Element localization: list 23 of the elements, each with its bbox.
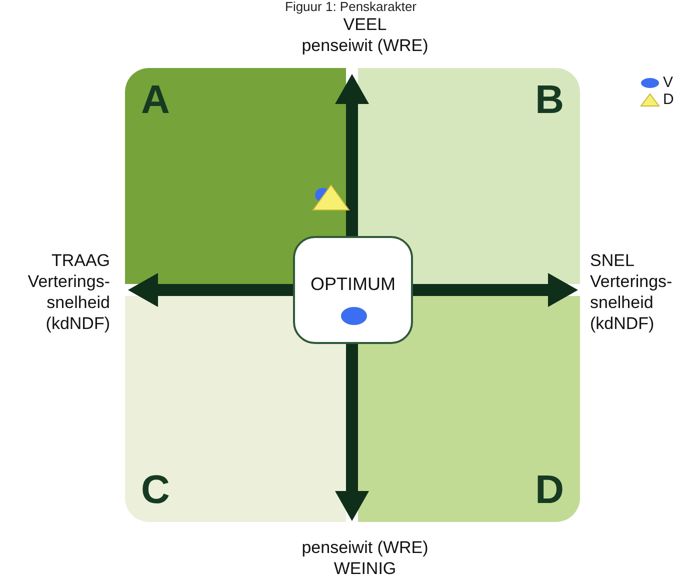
quadrant-panel [358, 296, 580, 522]
quadrant-panel [125, 296, 346, 522]
legend-text: D [663, 91, 674, 108]
label-text: TRAAG [50, 250, 110, 271]
legend-text: V [663, 74, 674, 91]
figure-title: Figuur 1: Penskarakter [285, 0, 417, 14]
quadrant-letter: B [535, 78, 564, 122]
label-text: SNEL [590, 250, 636, 271]
quadrant-letter: D [535, 468, 564, 512]
quadrant-letter: C [141, 468, 170, 512]
quadrant-letter: A [141, 78, 170, 122]
optimum-box [293, 236, 413, 344]
label-text: WEINIG [332, 558, 398, 579]
axis-arrow [335, 74, 369, 236]
axis-arrow [413, 273, 578, 307]
label-text: Verterings- snelheid (kdNDF) [26, 271, 110, 334]
label-text: penseiwit (WRE) [300, 537, 430, 558]
label-text: OPTIMUM [310, 274, 396, 295]
label-text: penseiwit (WRE) [300, 35, 430, 56]
axis-arrow [128, 273, 293, 307]
label-text: VEEL [342, 14, 388, 35]
axis-arrow [335, 344, 369, 521]
label-text: Verterings- snelheid (kdNDF) [590, 271, 674, 334]
